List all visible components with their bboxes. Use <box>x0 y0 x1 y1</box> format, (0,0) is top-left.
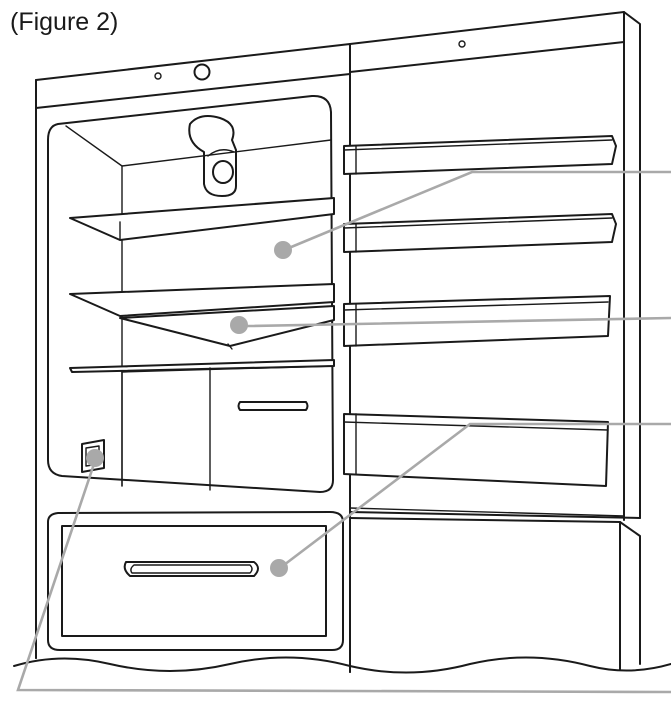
water-dispenser <box>188 115 237 197</box>
shelf-middle <box>69 283 335 350</box>
door-indicator-icon <box>458 40 466 48</box>
left-cabinet-frame <box>35 43 351 673</box>
indicator-light-icon <box>154 72 162 80</box>
right-door <box>349 11 641 521</box>
door-bin-1 <box>343 135 617 175</box>
callout-dot-icon <box>270 559 288 577</box>
callout-dot-icon <box>230 316 248 334</box>
drawer-handle <box>237 401 309 411</box>
callout-dot-icon <box>274 241 292 259</box>
callout-shelf-bin <box>230 316 671 334</box>
control-knob-icon <box>193 63 211 81</box>
lower-drawers <box>121 365 335 491</box>
figure-caption: (Figure 2) <box>10 8 119 36</box>
callout-storage-bottom <box>16 449 671 694</box>
shelf-top <box>69 197 335 241</box>
callout-door-bins-and-crisper <box>270 422 671 577</box>
freezer-drawer <box>35 499 344 659</box>
cut-off-line <box>13 656 671 674</box>
callout-refrigerator-shelves <box>274 170 671 259</box>
callout-dot-icon <box>86 449 104 467</box>
lower-right-door <box>349 517 641 673</box>
door-bin-2 <box>343 213 617 253</box>
